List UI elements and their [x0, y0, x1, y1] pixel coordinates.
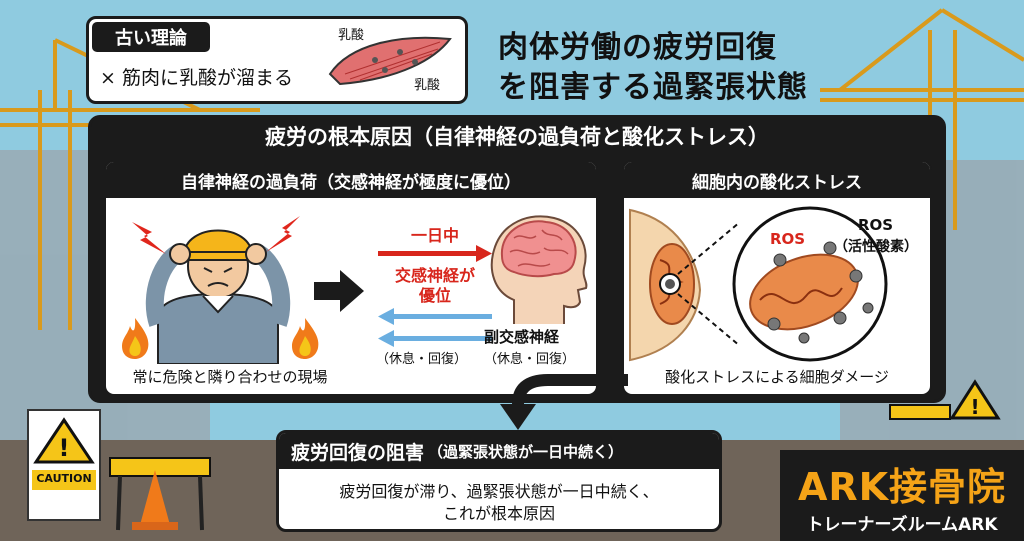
- obstruction-title: 疲労回復の阻害: [291, 441, 425, 464]
- obstruction-title-sub: （過緊張状態が一日中続く）: [428, 442, 624, 461]
- lactic-label-2: 乳酸: [414, 78, 441, 93]
- barrier-right: [889, 404, 951, 420]
- brain-head-icon: [490, 215, 588, 324]
- lightning-right-icon: [266, 216, 300, 252]
- barrier: [109, 457, 211, 531]
- worker-caption: 常に危険と隣り合わせの現場: [132, 368, 328, 386]
- warning-sign-right: !: [949, 379, 1001, 420]
- ros-label: ROS: [858, 216, 894, 234]
- muscle-icon: [328, 36, 452, 86]
- flame-left-icon: [122, 318, 149, 359]
- obstruction-header: 疲労回復の阻害 （過緊張状態が一日中続く）: [279, 433, 719, 469]
- curved-down-arrow-icon: [500, 374, 628, 430]
- caution-label: CAUTION: [36, 472, 92, 485]
- ros-sub-label: （活性酸素）: [834, 239, 918, 255]
- rest-label-left: （休息・回復）: [376, 352, 468, 367]
- all-day-label: 一日中: [410, 226, 459, 245]
- brand-sub: トレーナーズルームARK: [806, 515, 998, 535]
- autonomic-title: 自律神経の過負荷（交感神経が極度に優位）: [106, 162, 596, 198]
- old-theory-statement: × 筋肉に乳酸が溜まる: [100, 67, 293, 89]
- headline-line1: 肉体労働の疲労回復: [498, 30, 777, 65]
- rest-label-right: （休息・回復）: [484, 352, 576, 367]
- old-theory-tag: 古い理論: [92, 22, 210, 52]
- obstruction-body-line1: 疲労回復が滞り、過緊張状態が一日中続く、: [339, 482, 659, 501]
- lightning-left-icon: [132, 222, 166, 254]
- svg-text:!: !: [970, 395, 979, 419]
- brand-name: ARK接骨院: [797, 465, 1007, 509]
- traffic-cone-icon: [132, 470, 178, 530]
- svg-text:!: !: [59, 434, 70, 462]
- oxidative-title: 細胞内の酸化ストレス: [624, 162, 930, 198]
- obstruction-body-line2: これが根本原因: [442, 504, 555, 523]
- sympathetic-line1: 交感神経が: [394, 266, 475, 285]
- parasympathetic-label: 副交感神経: [484, 328, 560, 346]
- red-arrow-icon: [378, 245, 492, 262]
- stressed-worker-icon: [145, 229, 291, 364]
- mitochondria-icon: [629, 206, 888, 362]
- right-arrow-icon: [314, 270, 364, 312]
- headline-line2: を阻害する過緊張状態: [498, 70, 808, 105]
- blue-arrows-icon: [378, 308, 492, 347]
- brand-logo: ARK接骨院 トレーナーズルームARK: [780, 450, 1024, 541]
- warning-sign-left: !: [27, 409, 101, 521]
- oxidative-caption: 酸化ストレスによる細胞ダメージ: [665, 368, 889, 386]
- ros-red-label: ROS: [770, 230, 806, 248]
- lactic-label-1: 乳酸: [338, 28, 365, 43]
- root-cause-title: 疲労の根本原因（自律神経の過負荷と酸化ストレス）: [265, 125, 769, 149]
- sympathetic-line2: 優位: [418, 286, 451, 305]
- flame-right-icon: [292, 318, 319, 359]
